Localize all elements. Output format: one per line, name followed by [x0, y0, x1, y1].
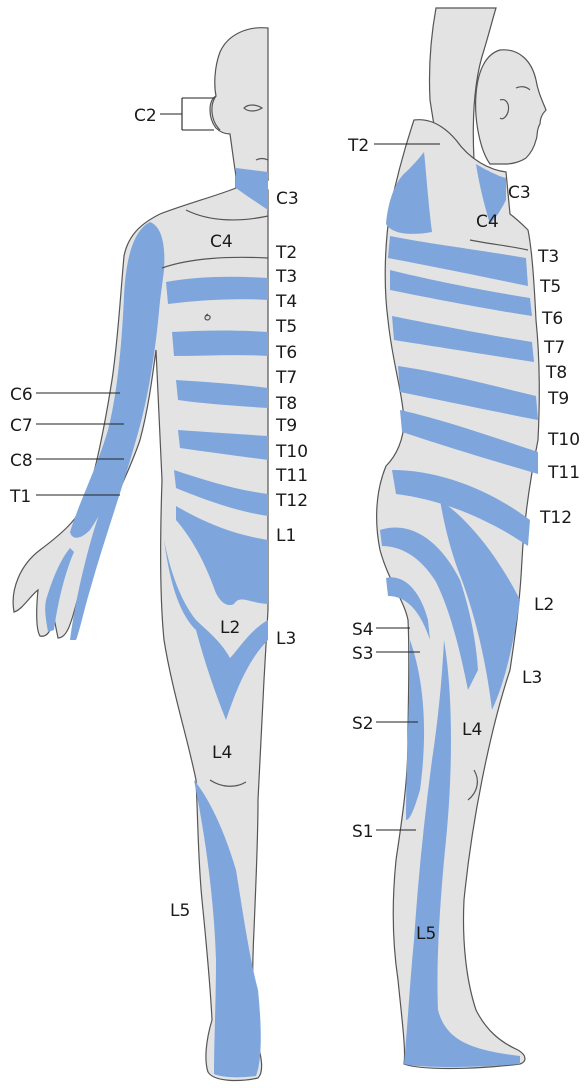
front-label-c6: C6 — [10, 385, 33, 405]
side-label-t12: T12 — [539, 508, 572, 528]
side-label-t11: T11 — [547, 463, 580, 483]
front-label-l5: L5 — [170, 901, 190, 921]
side-label-t7: T7 — [543, 338, 565, 358]
front-label-l2: L2 — [220, 618, 240, 638]
front-label-c2: C2 — [134, 106, 157, 126]
side-head — [476, 50, 546, 164]
side-label-s1: S1 — [352, 822, 374, 842]
front-label-c8: C8 — [10, 451, 33, 471]
side-label-t3: T3 — [537, 247, 559, 267]
leader-front-c2 — [160, 98, 214, 130]
front-label-c7: C7 — [10, 416, 33, 436]
side-label-t5: T5 — [539, 277, 561, 297]
front-label-t9: T9 — [275, 416, 297, 436]
side-label-t10: T10 — [547, 430, 580, 450]
side-label-c3: C3 — [508, 183, 531, 203]
front-label-l4: L4 — [212, 743, 232, 763]
side-label-t6: T6 — [541, 309, 563, 329]
front-label-l3: L3 — [276, 629, 296, 649]
side-label-l3: L3 — [522, 668, 542, 688]
front-label-t3: T3 — [275, 267, 297, 287]
front-label-t6: T6 — [275, 343, 297, 363]
front-band-t6 — [172, 331, 268, 357]
front-label-t11: T11 — [275, 466, 308, 486]
front-label-l1: L1 — [276, 526, 296, 546]
front-label-t1: T1 — [9, 487, 31, 507]
front-label-t8: T8 — [275, 394, 297, 414]
front-label-t12: T12 — [275, 491, 308, 511]
side-label-s3: S3 — [352, 644, 374, 664]
side-label-l4: L4 — [462, 720, 482, 740]
side-label-t8: T8 — [545, 363, 567, 383]
front-label-t7: T7 — [275, 368, 297, 388]
front-head — [210, 28, 268, 180]
side-label-t9: T9 — [547, 389, 569, 409]
front-band-c8-arm — [70, 300, 160, 640]
side-label-c4: C4 — [476, 212, 499, 232]
side-label-s2: S2 — [352, 714, 374, 734]
front-label-t5: T5 — [275, 317, 297, 337]
front-label-c4: C4 — [210, 232, 233, 252]
side-label-t2: T2 — [347, 136, 369, 156]
front-label-t4: T4 — [275, 292, 297, 312]
front-label-t10: T10 — [275, 442, 308, 462]
side-label-l2: L2 — [534, 595, 554, 615]
front-label-c3: C3 — [276, 189, 299, 209]
front-label-t2: T2 — [275, 243, 297, 263]
side-label-s4: S4 — [352, 620, 374, 640]
side-label-l5: L5 — [416, 924, 436, 944]
